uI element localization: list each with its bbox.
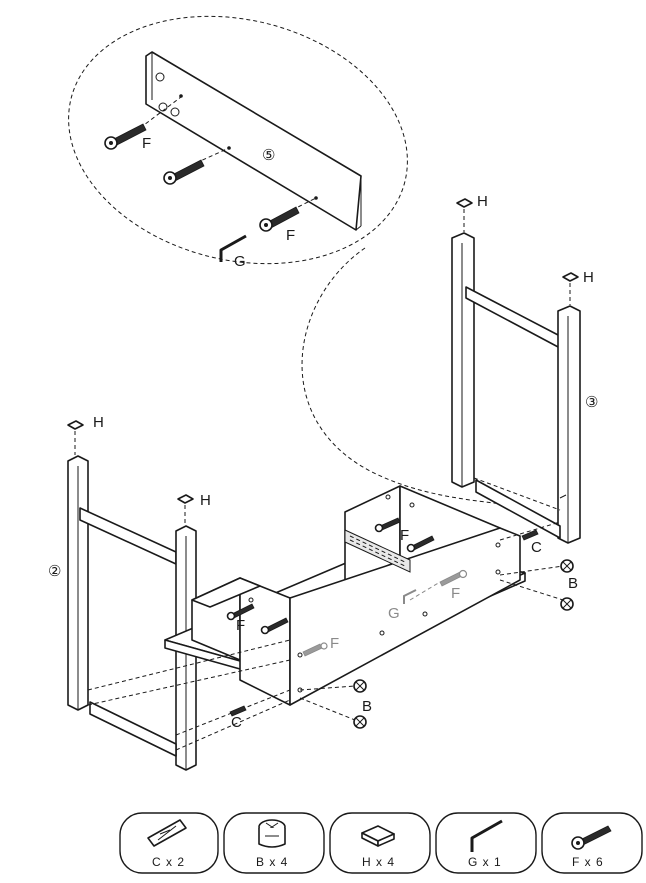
cap-icon [67, 420, 84, 455]
legend-label: F x 6 [572, 855, 604, 869]
part-label-g: G [388, 605, 400, 622]
dash-guide [499, 565, 564, 576]
part-label-f: F [330, 635, 339, 652]
part-label-h: H [583, 269, 594, 286]
part-number-5: ⑤ [262, 147, 275, 164]
legend-label: H x 4 [362, 855, 395, 869]
drawer-body [164, 485, 526, 706]
bolt-icon [406, 535, 435, 553]
legend-label: C x 2 [152, 855, 185, 869]
bolt-icon [302, 642, 328, 657]
cam-lock-icon [353, 715, 367, 729]
legend-item-g: G x 1 [435, 812, 537, 874]
dowel-icon [229, 705, 247, 717]
bolt-icon [104, 96, 182, 150]
dowel-icon [147, 819, 187, 847]
part-label-f: F [400, 527, 409, 544]
dash-guide [473, 477, 561, 511]
legend-item-f: F x 6 [541, 812, 643, 874]
connector-curve [301, 247, 511, 506]
cap-icon [361, 825, 395, 847]
right-frame-3: H H [451, 193, 594, 544]
dowel-icon [499, 521, 561, 541]
part-label-f: F [286, 227, 295, 244]
legend-item-c: C x 2 [119, 812, 219, 874]
hardware-legend: C x 2 B x 4 H x 4 [119, 812, 643, 874]
panel-5-inset: F ⑤ F G [68, 15, 408, 270]
part-label-b: B [568, 575, 578, 592]
part-number-2: ② [48, 563, 61, 580]
dash-guide [299, 697, 356, 721]
cam-lock-icon [353, 679, 367, 693]
dash-guide [499, 579, 564, 601]
cap-icon [562, 272, 579, 305]
allen-key-icon [403, 589, 417, 604]
allen-key-icon [470, 819, 503, 852]
part-label-h: H [93, 414, 104, 431]
cam-lock-icon [560, 559, 574, 573]
bolt-icon [163, 147, 230, 185]
part-label-f: F [236, 617, 245, 634]
part-number-3: ③ [585, 394, 598, 411]
part-label-b: B [362, 698, 372, 715]
part-label-h: H [477, 193, 488, 210]
cap-icon [456, 198, 473, 232]
part-label-h: H [200, 492, 211, 509]
part-label-c: C [231, 714, 242, 731]
part-label-f: F [142, 135, 151, 152]
legend-item-b: B x 4 [223, 812, 325, 874]
bolt-icon [260, 617, 289, 635]
bolt-icon [571, 825, 612, 850]
bolt-icon [259, 197, 317, 232]
legend-label: G x 1 [468, 855, 502, 869]
part-label-c: C [531, 539, 542, 556]
cam-lock-icon [560, 597, 574, 611]
dash-guide [299, 685, 356, 691]
legend-item-h: H x 4 [329, 812, 431, 874]
bolt-icon [226, 603, 255, 621]
bolt-icon [409, 569, 468, 601]
part-label-g: G [234, 253, 246, 270]
cam-lock-icon [258, 819, 286, 848]
part-label-f: F [451, 585, 460, 602]
cap-icon [177, 494, 194, 525]
allen-key-icon [219, 234, 247, 262]
left-frame-2: H H [67, 414, 211, 771]
bolt-icon [374, 517, 401, 533]
legend-label: B x 4 [256, 855, 288, 869]
